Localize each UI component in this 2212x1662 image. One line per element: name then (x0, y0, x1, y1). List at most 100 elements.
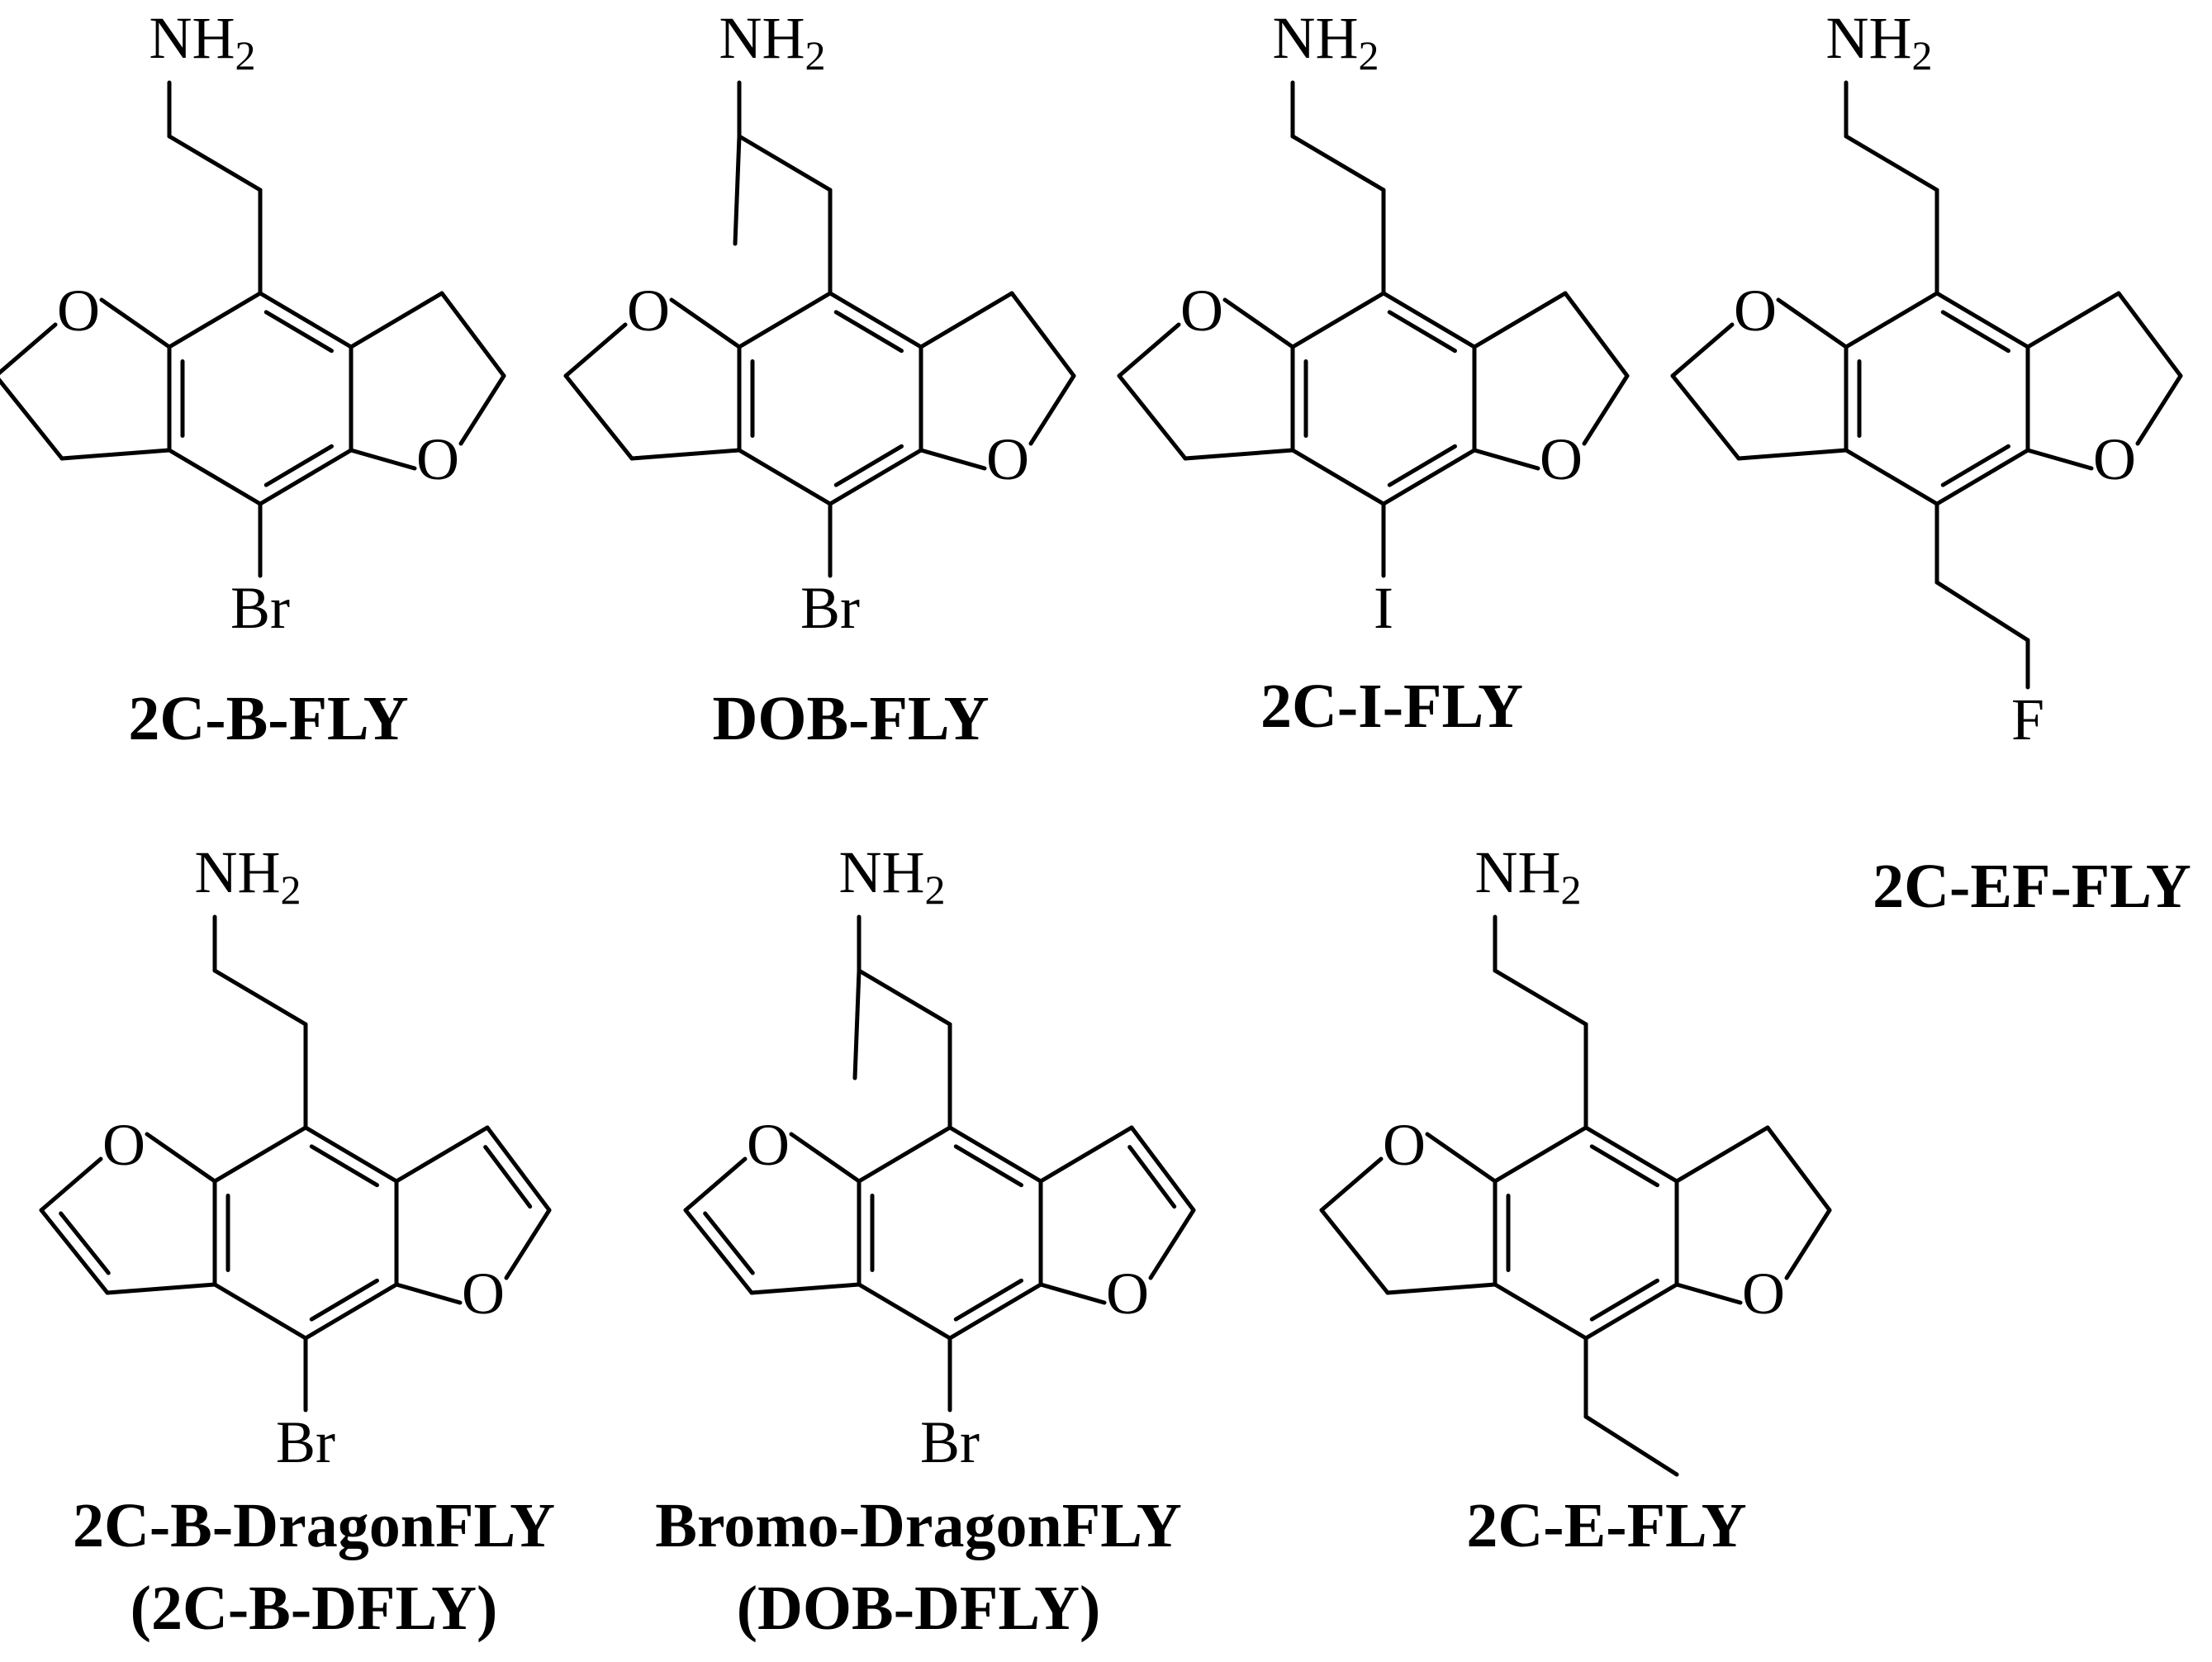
bond-benzene (1290, 291, 1386, 349)
bond-benzene (1844, 291, 1939, 349)
amine-label: NH2 (1273, 5, 1379, 78)
bond-left-furan (1117, 322, 1181, 378)
bond-left-furan (1222, 297, 1295, 349)
bond-right-furan (504, 1208, 552, 1280)
compound-name: 2C-E-FLY (1466, 1491, 1746, 1560)
bond-benzene (737, 291, 833, 349)
bond-left-furan (1319, 1156, 1384, 1213)
bond-right-furan (919, 291, 1014, 349)
amine-label: NH2 (1826, 5, 1933, 78)
bond-right-furan (394, 1125, 490, 1184)
bond-ethyl-chain (212, 968, 308, 1027)
bond-benzene (1290, 448, 1386, 506)
amine-label: NH2 (839, 839, 946, 913)
bond-left-furan (749, 1282, 862, 1295)
bond-right-furan (349, 448, 417, 471)
compound-name: 2C-B-DragonFLY (73, 1491, 555, 1560)
bond-benzene (167, 448, 263, 506)
bond-left-furan (563, 373, 634, 461)
bond-skeleton (0, 80, 506, 578)
bond-skeleton (1319, 914, 1832, 1477)
halogen-label: I (1374, 575, 1393, 641)
bond-benzene (1493, 1125, 1588, 1184)
bond-left-furan-double (703, 1211, 755, 1275)
bond-right-furan (439, 291, 506, 378)
halogen-label: Br (276, 1409, 335, 1475)
bond-right-furan (2025, 448, 2094, 471)
bond-ethyl-chain (1290, 134, 1386, 192)
bond-benzene-double (309, 1278, 379, 1322)
ring-oxygen-left: O (747, 1112, 790, 1178)
ring-oxygen-right: O (462, 1261, 505, 1327)
amine-label: NH2 (195, 839, 301, 913)
amine-label: NH2 (1475, 839, 1582, 913)
bond-left-furan (1183, 448, 1295, 461)
bond-benzene (737, 448, 833, 506)
ring-oxygen-left: O (1734, 278, 1777, 344)
compound-name: 2C-B-FLY (128, 684, 408, 753)
ring-oxygen-left: O (1383, 1112, 1426, 1178)
bond-left-furan (59, 448, 172, 461)
compound-name: Bromo-DragonFLY (655, 1491, 1182, 1560)
bond-skeleton (563, 80, 1076, 578)
bond-ethyl-chain (1493, 968, 1588, 1027)
ring-oxygen-left: O (102, 1112, 145, 1178)
bond-left-furan (1776, 297, 1849, 349)
bond-benzene (828, 291, 923, 349)
compound-name: DOB-FLY (712, 684, 989, 753)
bond-benzene-double (1589, 1278, 1659, 1322)
bond-benzene (258, 448, 354, 506)
bond-alpha-methyl (733, 134, 742, 246)
bond-left-furan (0, 322, 58, 375)
ring-oxygen-right: O (1106, 1261, 1149, 1327)
bond-left-furan-double (59, 1211, 111, 1275)
bond-ethyl (1583, 1414, 1679, 1477)
bond-benzene (212, 1282, 308, 1341)
bond-left-furan (683, 1208, 754, 1295)
bond-benzene-double (833, 444, 904, 487)
bond-ethyl-chain (167, 134, 263, 192)
bond-left-furan (1736, 448, 1849, 461)
bond-benzene-double (1387, 444, 1457, 487)
bond-left-furan (39, 1208, 110, 1295)
halogen-label: Br (230, 575, 290, 641)
halogen-label: Br (800, 575, 860, 641)
compound-name: 2C-EF-FLY (1873, 852, 2191, 921)
bond-right-furan (349, 291, 444, 349)
bond-right-furan (1674, 1282, 1743, 1305)
halogen-label: Br (920, 1409, 980, 1475)
bond-right-furan-double (1127, 1145, 1177, 1209)
bond-benzene-double (953, 1278, 1023, 1322)
bond-fluoroethyl (1934, 580, 2030, 643)
bond-right-furan (1674, 1125, 1770, 1184)
bond-benzene (303, 1125, 399, 1184)
bond-benzene (947, 1282, 1043, 1341)
bond-left-furan (0, 378, 64, 461)
ring-oxygen-right: O (986, 426, 1029, 492)
bond-right-furan (2116, 291, 2183, 378)
bond-left-furan (629, 448, 742, 461)
bond-left-furan (1670, 322, 1735, 378)
bond-benzene (1381, 448, 1477, 506)
bond-benzene-double (1387, 310, 1457, 354)
amine-label: NH2 (719, 5, 826, 78)
bond-right-furan (1038, 1282, 1107, 1305)
bond-right-furan (1765, 1125, 1832, 1213)
bond-right-furan (919, 448, 987, 471)
bond-benzene (1493, 1282, 1588, 1341)
bond-left-furan (669, 297, 742, 349)
bond-right-furan (1582, 373, 1630, 446)
bond-left-furan (99, 297, 172, 349)
ring-oxygen-left: O (57, 278, 100, 344)
bond-right-furan (1028, 373, 1076, 446)
bond-ethyl-chain (737, 134, 833, 192)
bond-benzene (258, 291, 354, 349)
bond-benzene (857, 1125, 952, 1184)
